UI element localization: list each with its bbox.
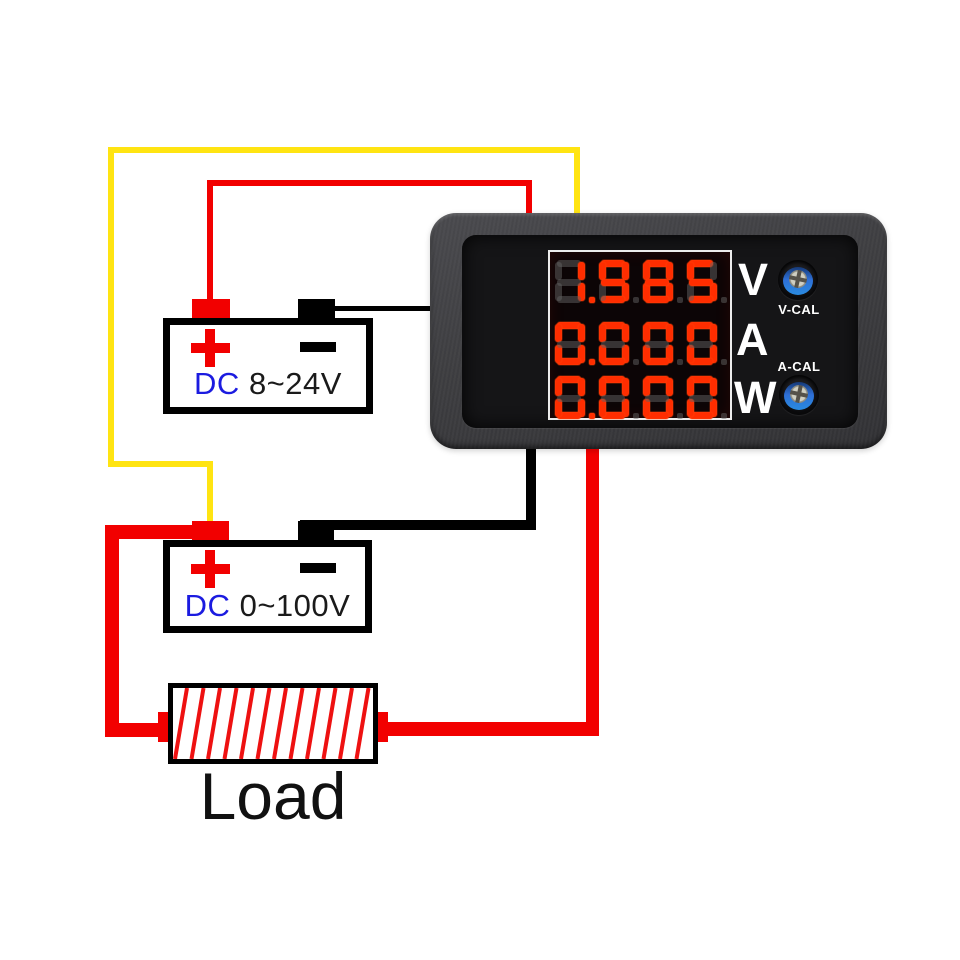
unit-volts: V — [738, 254, 769, 305]
load-resistor — [168, 683, 378, 764]
wire-red-thick-right-vertical — [586, 440, 599, 736]
wire-red-thick-source-horizontal — [105, 525, 195, 539]
wire-red-sense-left-vertical — [207, 180, 213, 302]
minus-symbol — [300, 342, 336, 352]
wire-red-thick-bottom-left — [105, 723, 170, 737]
display-row-volts — [553, 258, 731, 304]
load-label: Load — [199, 759, 347, 833]
measured-source-negative-terminal — [298, 521, 334, 541]
meter-front-panel: V A W V-CAL A-CAL — [462, 235, 858, 428]
load-right-lead — [376, 712, 388, 742]
power-supply-positive-terminal — [192, 299, 230, 319]
minus-symbol — [300, 563, 336, 573]
v-cal-label: V-CAL — [778, 302, 820, 317]
wire-yellow-top-horizontal — [108, 147, 580, 153]
wire-red-sense-horizontal — [207, 180, 532, 186]
power-supply-negative-terminal — [298, 299, 335, 319]
load-left-lead — [158, 712, 170, 742]
power-supply-dc-text: DC — [194, 366, 240, 401]
wire-yellow-jog-vertical — [207, 461, 213, 524]
wire-red-sense-right-vertical — [526, 180, 532, 222]
wire-black-sense-horizontal — [332, 306, 434, 311]
wire-yellow-left-vertical — [108, 147, 114, 467]
measured-source-box: DC 0~100V — [163, 540, 372, 633]
measured-source-positive-terminal — [192, 521, 229, 541]
led-display — [548, 250, 732, 420]
measured-source-dc-text: DC — [184, 588, 231, 623]
display-row-amps — [553, 320, 731, 366]
power-supply-range-text: 8~24V — [248, 366, 342, 401]
a-cal-label: A-CAL — [777, 359, 821, 374]
wire-black-thick-vertical — [526, 440, 536, 530]
wire-red-thick-left-vertical — [105, 525, 119, 737]
display-row-watts — [553, 374, 731, 420]
power-supply-label: DC 8~24V — [170, 366, 366, 402]
power-supply-box: DC 8~24V — [163, 318, 373, 414]
wire-black-thick-horizontal — [300, 520, 536, 530]
a-cal-trimmer-pot — [779, 375, 819, 415]
wire-yellow-jog-horizontal — [108, 461, 213, 467]
wire-red-thick-bottom-right — [382, 722, 598, 736]
wire-yellow-right-vertical — [574, 147, 580, 220]
load-hatch — [173, 688, 371, 759]
unit-watts: W — [734, 372, 777, 423]
measured-source-range-text: 0~100V — [239, 588, 351, 623]
unit-amps: A — [736, 314, 769, 365]
measured-source-label: DC 0~100V — [170, 588, 365, 624]
meter-module: V A W V-CAL A-CAL — [430, 213, 887, 449]
v-cal-trimmer-pot — [778, 260, 818, 300]
